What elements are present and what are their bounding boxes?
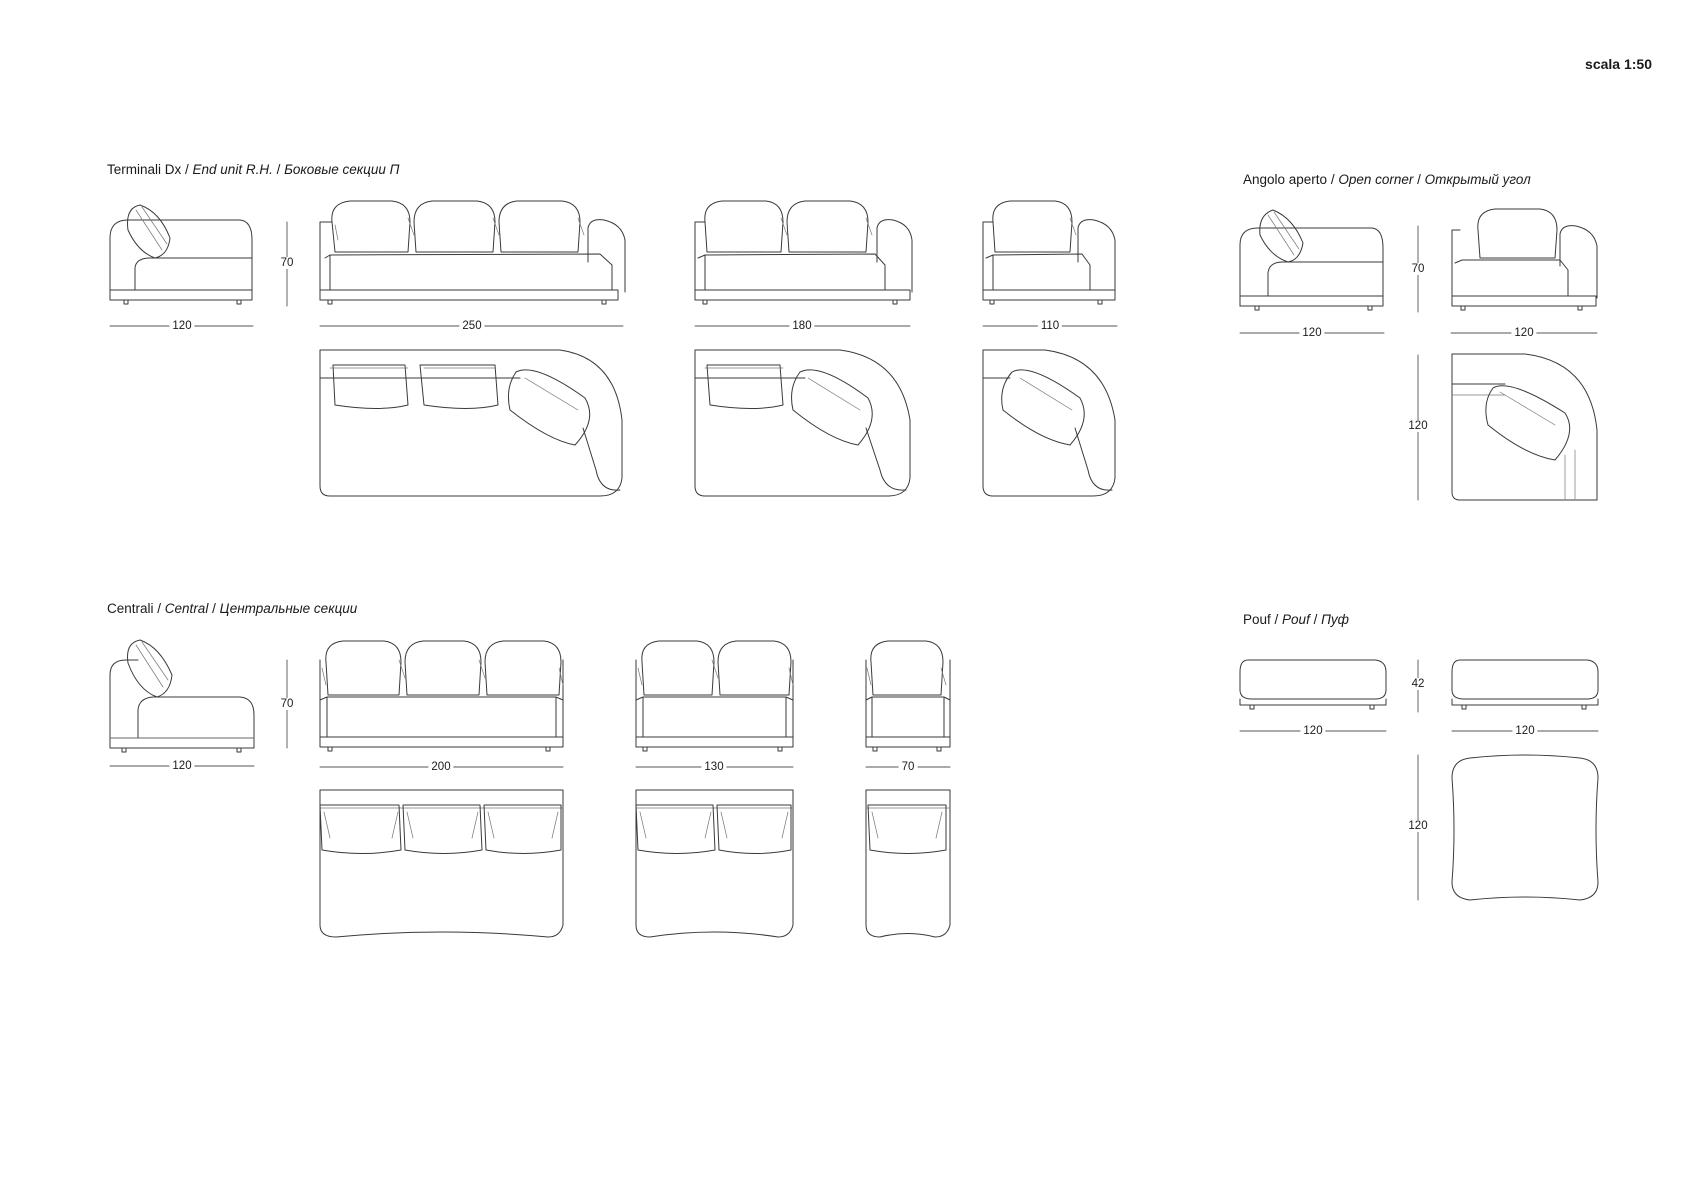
- centrali-side-view: [109, 639, 255, 753]
- dim-label: 180: [789, 320, 815, 332]
- centrali-200-plan-view: [319, 789, 564, 938]
- centrali-130-front-view: [635, 640, 794, 752]
- title-it: Angolo aperto: [1243, 172, 1328, 187]
- section-title-pouf: Pouf / Pouf / Пуф: [1243, 612, 1349, 627]
- dim-label: 120: [1405, 820, 1431, 832]
- centrali-200-front-view: [319, 640, 564, 752]
- title-sep: /: [208, 601, 220, 616]
- dim-label: 42: [1408, 678, 1428, 690]
- title-sep: /: [1309, 612, 1322, 627]
- title-it: Centrali: [107, 601, 154, 616]
- terminali-180-front-view: [694, 200, 913, 305]
- pouf-plan-view: [1451, 754, 1599, 901]
- title-en: Open corner: [1338, 172, 1414, 187]
- terminali-110-plan-view: [982, 349, 1116, 497]
- title-ru: Боковые секции П: [284, 162, 400, 177]
- dim-label: 120: [1300, 725, 1326, 737]
- dim-label: 70: [898, 761, 918, 773]
- title-it: Terminali Dx: [107, 162, 182, 177]
- title-ru: Пуф: [1321, 612, 1349, 627]
- dim-label: 120: [169, 760, 195, 772]
- terminali-250-front-view: [319, 200, 626, 305]
- centrali-70-plan-view: [865, 789, 951, 938]
- dim-label: 120: [1512, 725, 1538, 737]
- terminali-250-plan-view: [319, 349, 623, 497]
- pouf-front-view: [1451, 659, 1599, 710]
- dim-label: 120: [1405, 420, 1431, 432]
- dim-label: 120: [1511, 327, 1537, 339]
- title-sep: /: [1327, 172, 1339, 187]
- dim-label: 130: [701, 761, 727, 773]
- dim-label: 70: [277, 257, 297, 269]
- title-sep: /: [181, 162, 193, 177]
- angolo-plan-view: [1451, 353, 1598, 501]
- dim-label: 70: [277, 698, 297, 710]
- title-sep: /: [1270, 612, 1283, 627]
- title-ru: Центральные секции: [219, 601, 358, 616]
- centrali-70-front-view: [865, 640, 951, 752]
- angolo-front-view: [1451, 208, 1598, 311]
- scale-label: scala 1:50: [1585, 56, 1652, 72]
- title-sep: /: [272, 162, 285, 177]
- title-it: Pouf: [1243, 612, 1271, 627]
- dim-label: 120: [169, 320, 195, 332]
- title-en: End unit R.H.: [192, 162, 273, 177]
- angolo-side-view: [1239, 209, 1384, 311]
- section-title-centrali: Centrali / Central / Центральные секции: [107, 601, 357, 616]
- title-sep: /: [1413, 172, 1425, 187]
- pouf-side-view: [1239, 659, 1387, 710]
- title-ru: Открытый угол: [1424, 172, 1531, 187]
- dim-label: 110: [1037, 320, 1063, 332]
- dim-label: 120: [1299, 327, 1325, 339]
- dim-label: 200: [428, 761, 454, 773]
- section-title-angolo: Angolo aperto / Open corner / Открытый у…: [1243, 172, 1531, 187]
- terminali-110-front-view: [982, 200, 1116, 305]
- dim-label: 70: [1408, 263, 1428, 275]
- dim-label: 250: [459, 320, 485, 332]
- section-title-terminali: Terminali Dx / End unit R.H. / Боковые с…: [107, 162, 399, 177]
- terminali-side-view: [109, 204, 253, 305]
- centrali-130-plan-view: [635, 789, 794, 938]
- title-en: Central: [164, 601, 209, 616]
- title-en: Pouf: [1282, 612, 1310, 627]
- title-sep: /: [153, 601, 165, 616]
- terminali-180-plan-view: [694, 349, 911, 497]
